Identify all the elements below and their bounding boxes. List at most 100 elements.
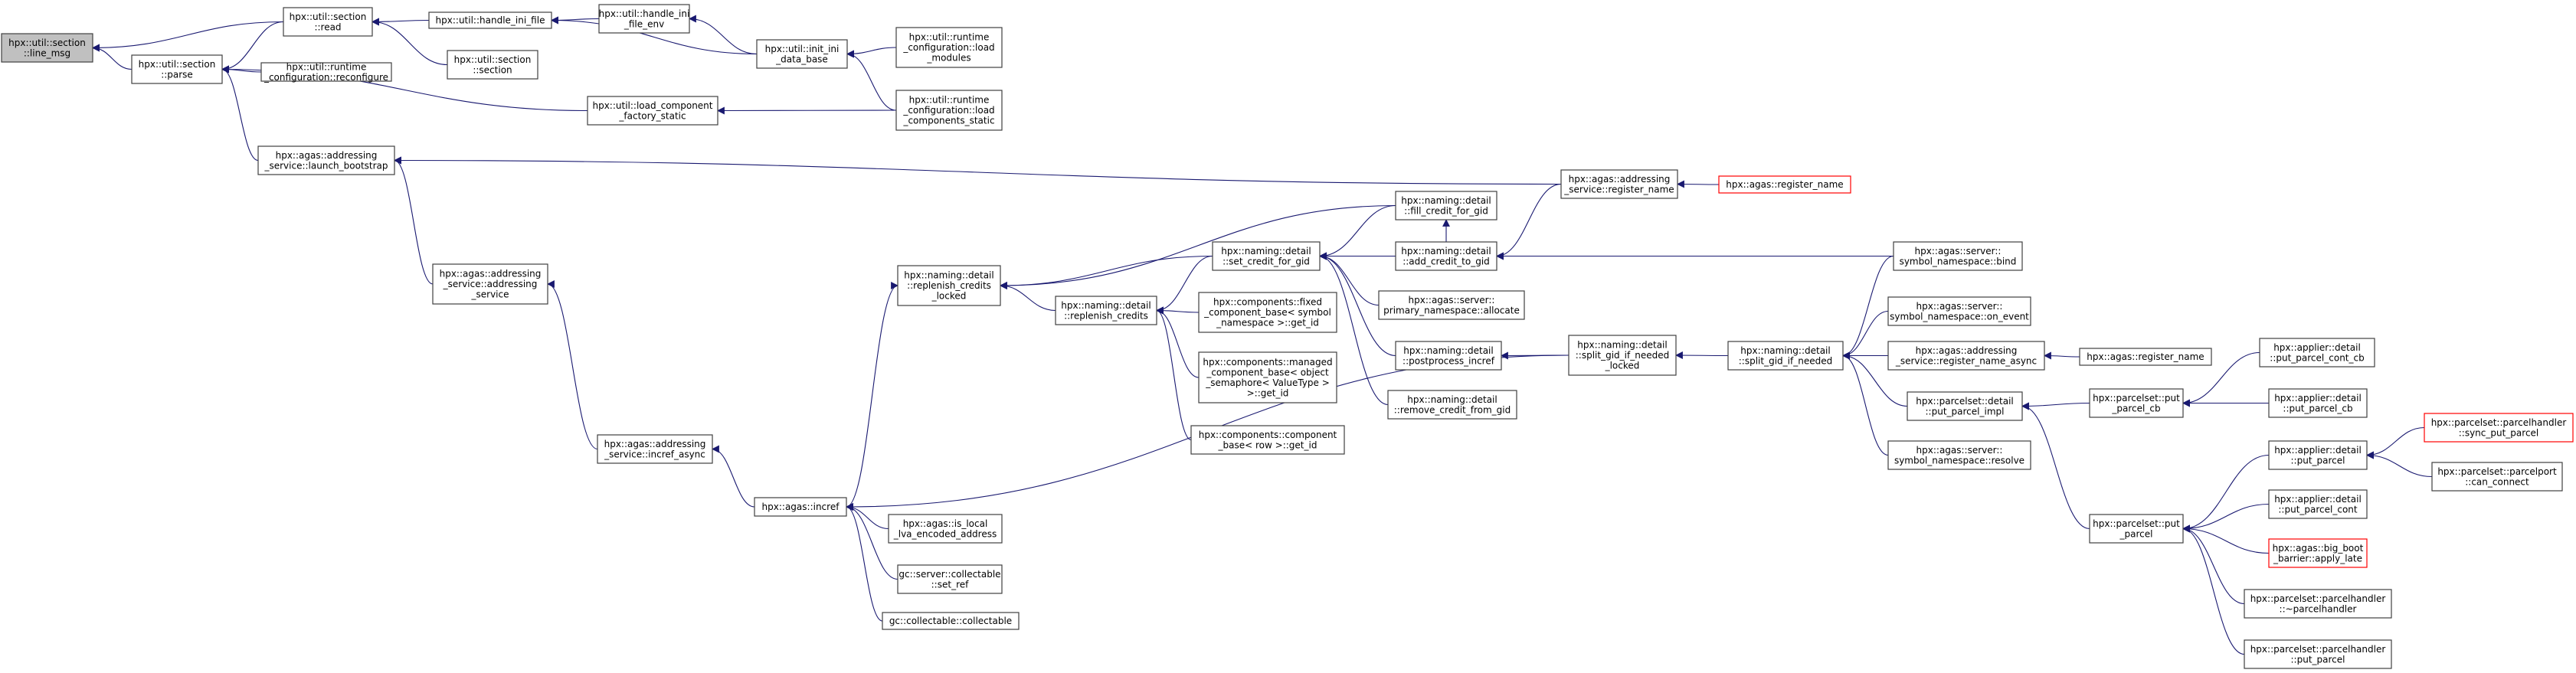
node-applier_put_parcel[interactable]: hpx::applier::detail::put_parcel	[2268, 440, 2368, 470]
node-agas_register_name[interactable]: hpx::agas::register_name	[2079, 348, 2212, 366]
node-label-line: hpx::naming::detail	[1407, 394, 1497, 405]
edge-put_parcel_impl-to-split_gid_if_needed	[1842, 351, 1908, 407]
node-box	[1198, 292, 1337, 333]
node-label-line: ::put_parcel_cb	[2283, 403, 2352, 413]
edge-incref_async-to-addressing_service	[547, 280, 598, 450]
node-agas_incref[interactable]: hpx::agas::incref	[754, 497, 847, 517]
node-label-line: hpx::agas::big_boot	[2273, 543, 2364, 554]
node-symbol_bind[interactable]: hpx::agas::server::symbol_namespace::bin…	[1893, 241, 2023, 271]
node-applier_put_parcel_cb[interactable]: hpx::applier::detail::put_parcel_cb	[2268, 388, 2368, 418]
node-label-line: hpx::util::section	[8, 38, 86, 48]
node-split_gid_if_needed_locked[interactable]: hpx::naming::detail::split_gid_if_needed…	[1568, 335, 1677, 376]
edge-parcelset_put_parcel-to-put_parcel_impl	[2021, 402, 2090, 530]
node-label-line: symbol_namespace::resolve	[1894, 455, 2024, 466]
node-line_msg[interactable]: hpx::util::section::line_msg	[1, 33, 93, 63]
node-is_local_lva[interactable]: hpx::agas::is_local_lva_encoded_address	[888, 514, 1003, 544]
node-section_parse[interactable]: hpx::util::section::parse	[131, 54, 223, 84]
node-parcelset_put_parcel[interactable]: hpx::parcelset::put_parcel	[2089, 514, 2184, 544]
edge-split_gid_if_needed-to-split_gid_if_needed_locked	[1675, 351, 1729, 359]
node-label-line: hpx::naming::detail	[1740, 345, 1830, 356]
node-box	[1387, 390, 1517, 420]
edge-register_name_service-to-launch_bootstrap	[394, 156, 1562, 185]
node-box	[1190, 425, 1345, 455]
node-set_ref[interactable]: gc::server::collectable::set_ref	[897, 564, 1003, 594]
node-component_get_id[interactable]: hpx::components::component_base< row >::…	[1190, 425, 1345, 455]
node-incref_async[interactable]: hpx::agas::addressing_service::incref_as…	[597, 434, 713, 464]
node-applier_put_parcel_cont_cb[interactable]: hpx::applier::detail::put_parcel_cont_cb	[2259, 338, 2375, 368]
node-applier_put_parcel_cont[interactable]: hpx::applier::detail::put_parcel_cont	[2268, 489, 2368, 519]
node-postprocess_incref[interactable]: hpx::naming::detail::postprocess_incref	[1395, 341, 1502, 371]
edge-rc_load_components_static-to-load_component_factory_static	[717, 106, 897, 115]
node-put_parcel_cb[interactable]: hpx::parcelset::put_parcel_cb	[2089, 388, 2184, 418]
node-replenish_credits_locked[interactable]: hpx::naming::detail::replenish_credits_l…	[897, 265, 1001, 306]
node-rc_load_modules[interactable]: hpx::util::runtime_configuration::load_m…	[895, 27, 1003, 68]
node-label-line: ::set_credit_for_gid	[1223, 256, 1310, 266]
node-section_read[interactable]: hpx::util::section::read	[283, 7, 373, 37]
node-set_credit_for_gid[interactable]: hpx::naming::detail::set_credit_for_gid	[1212, 241, 1321, 271]
node-box	[1887, 341, 2045, 371]
edge-handle_ini_file-to-section_read	[372, 18, 430, 26]
node-label-line: ::sync_put_parcel	[2459, 427, 2539, 438]
node-agas_register_name_red[interactable]: hpx::agas::register_name	[1718, 175, 1851, 194]
node-box	[2268, 538, 2368, 568]
node-split_gid_if_needed[interactable]: hpx::naming::detail::split_gid_if_needed	[1727, 341, 1844, 371]
node-label-line: ::can_connect	[2465, 476, 2529, 487]
node-primary_allocate[interactable]: hpx::agas::server::primary_namespace::al…	[1378, 290, 1525, 320]
node-handle_ini_file_env[interactable]: hpx::util::handle_ini_file_env	[598, 4, 690, 34]
node-can_connect[interactable]: hpx::parcelset::parcelport::can_connect	[2431, 462, 2563, 492]
node-box	[2089, 388, 2184, 418]
node-parcelhandler_dtor[interactable]: hpx::parcelset::parcelhandler::~parcelha…	[2244, 589, 2392, 619]
node-box	[2244, 639, 2392, 669]
node-collectable[interactable]: gc::collectable::collectable	[882, 612, 1020, 630]
node-put_parcel_impl[interactable]: hpx::parcelset::detail::put_parcel_impl	[1907, 391, 2023, 421]
node-box	[895, 90, 1003, 131]
node-register_name_service[interactable]: hpx::agas::addressing_service::register_…	[1560, 169, 1678, 199]
node-addressing_service[interactable]: hpx::agas::addressing_service::addressin…	[432, 263, 548, 305]
node-box	[428, 11, 552, 29]
edge-register_name_service-to-add_credit_to_gid	[1496, 183, 1562, 260]
node-sync_put_parcel[interactable]: hpx::parcelset::parcelhandler::sync_put_…	[2424, 413, 2574, 443]
node-label-line: ::replenish_credits	[907, 280, 991, 291]
node-symbol_on_event[interactable]: hpx::agas::server::symbol_namespace::on_…	[1887, 296, 2031, 326]
node-box	[2259, 338, 2375, 368]
edge-applier_put_parcel-to-parcelset_put_parcel	[2182, 454, 2270, 533]
node-replenish_credits[interactable]: hpx::naming::detail::replenish_credits	[1055, 296, 1157, 325]
node-box	[2424, 413, 2574, 443]
node-label-line: hpx::util::runtime	[286, 61, 367, 72]
node-launch_bootstrap[interactable]: hpx::agas::addressing_service::launch_bo…	[257, 145, 395, 175]
node-label-line: ::put_parcel	[2291, 654, 2345, 665]
node-box	[2079, 348, 2212, 366]
node-label-line: gc::server::collectable	[898, 569, 1000, 580]
node-box	[1893, 241, 2023, 271]
node-add_credit_to_gid[interactable]: hpx::naming::detail::add_credit_to_gid	[1395, 241, 1497, 271]
node-label-line: ::set_ref	[931, 579, 969, 590]
edge-set_ref-to-agas_incref	[846, 503, 898, 580]
node-remove_credit_from_gid[interactable]: hpx::naming::detail::remove_credit_from_…	[1387, 390, 1517, 420]
node-label-line: ::read	[314, 21, 341, 32]
edge-layer	[92, 15, 2433, 655]
node-box	[2268, 388, 2368, 418]
node-fill_credit_for_gid[interactable]: hpx::naming::detail::fill_credit_for_gid	[1395, 191, 1497, 221]
node-label-line: _barrier::apply_late	[2273, 553, 2362, 564]
node-label-line: ::split_gid_if_needed	[1739, 355, 1832, 366]
node-parcelhandler_put_parcel[interactable]: hpx::parcelset::parcelhandler::put_parce…	[2244, 639, 2392, 669]
node-box	[1378, 290, 1525, 320]
node-symbol_resolve[interactable]: hpx::agas::server::symbol_namespace::res…	[1887, 440, 2031, 470]
node-load_component_factory_static[interactable]: hpx::util::load_component_factory_static	[587, 96, 718, 126]
node-label-line: hpx::agas::addressing	[1569, 174, 1671, 185]
node-label-line: hpx::agas::addressing	[1916, 345, 2018, 356]
node-init_ini_data_base[interactable]: hpx::util::init_ini_data_base	[756, 39, 848, 69]
node-section_section[interactable]: hpx::util::section::section	[447, 50, 538, 80]
node-register_name_async[interactable]: hpx::agas::addressing_service::register_…	[1887, 341, 2045, 371]
node-big_boot_barrier[interactable]: hpx::agas::big_boot_barrier::apply_late	[2268, 538, 2368, 568]
node-rc_load_components_static[interactable]: hpx::util::runtime_configuration::load_c…	[895, 90, 1003, 131]
edge-postprocess_incref-to-set_credit_for_gid	[1319, 252, 1396, 357]
node-fixed_get_id[interactable]: hpx::components::fixed_component_base< s…	[1198, 292, 1337, 333]
node-handle_ini_file[interactable]: hpx::util::handle_ini_file	[428, 11, 552, 29]
node-label-line: hpx::agas::server::	[1916, 445, 2003, 456]
node-rc_reconfigure[interactable]: hpx::util::runtime_configuration::reconf…	[260, 61, 392, 83]
node-managed_get_id[interactable]: hpx::components::managed_component_base<…	[1198, 351, 1337, 403]
node-label-line: ::put_parcel_cont	[2278, 504, 2358, 515]
node-box	[888, 514, 1003, 544]
edge-agas_register_name-to-register_name_async	[2044, 351, 2080, 360]
